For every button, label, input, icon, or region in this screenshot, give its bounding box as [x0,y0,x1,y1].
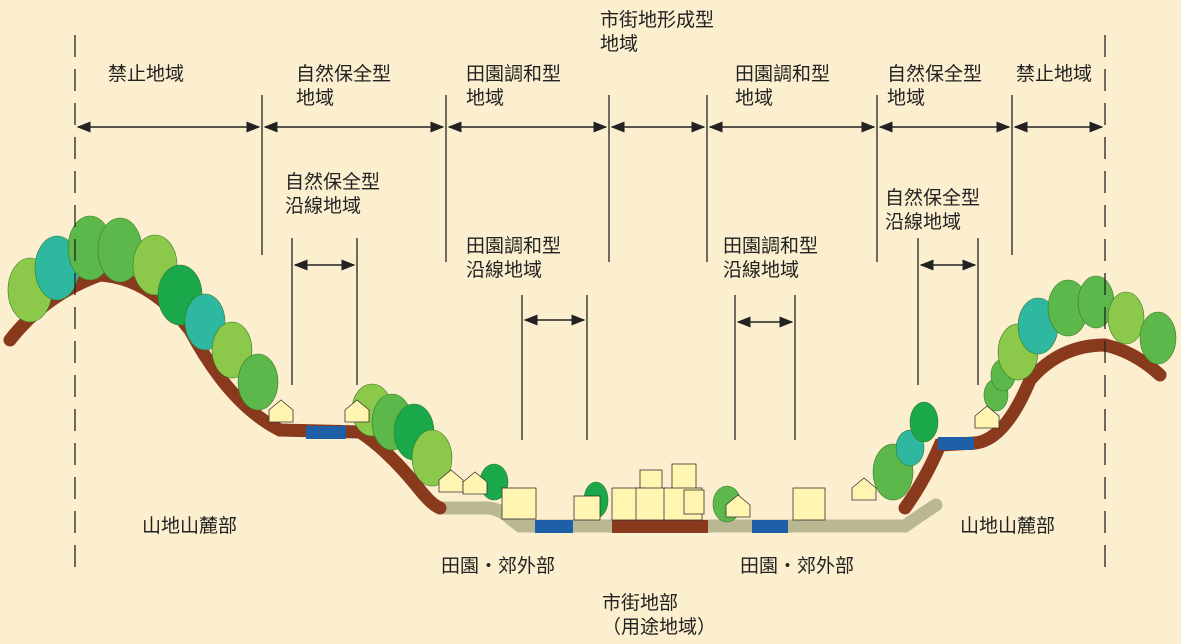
zone-boundaries [74,35,1106,570]
building-icon [635,487,667,521]
building-icon [671,463,697,491]
zone-label: 自然保全型地域 [296,63,391,109]
zone-label: 禁止地域 [108,63,184,85]
tree-icon [211,321,253,379]
tree-icon [237,353,279,411]
tree-icon [909,401,939,443]
house-icon [974,405,1000,429]
roadside-zone-label: 田園調和型沿線地域 [723,235,818,281]
buildings [268,399,1000,521]
building-icon [683,489,705,515]
house-icon [344,399,370,423]
house-icon [851,477,877,501]
house-icon [268,399,294,423]
mountain-slope-right [898,338,1167,515]
house-icon [462,471,488,495]
building-icon [501,487,537,520]
zone-label: 田園調和型地域 [466,63,561,109]
zone-labels: 禁止地域 自然保全型地域 田園調和型地域 市街地形成型地域 田園調和型地域 自然… [108,9,1092,638]
roadside-zone-label: 自然保全型沿線地域 [285,171,380,217]
zone-arrows [76,121,1104,328]
river [752,520,788,533]
river [938,437,974,450]
building-icon [573,495,601,521]
house-icon [438,469,464,493]
house-icon [725,494,751,518]
area-label: 田園・郊外部 [441,555,555,577]
roadside-zone-label: 自然保全型沿線地域 [885,187,980,233]
tree-icon [1107,291,1145,345]
terrain [3,268,1167,533]
tree-icon [411,429,453,487]
roadside-zone-label: 田園調和型沿線地域 [466,235,561,281]
river [535,520,573,533]
area-label: 山地山麓部 [142,515,237,537]
river [306,426,346,439]
zone-label: 市街地形成型地域 [600,9,714,55]
trees [7,215,1177,523]
building-icon [792,487,826,521]
urban-road [612,520,708,533]
zone-label: 田園調和型地域 [735,63,830,109]
area-label: 市街地部（用途地域） [602,592,716,638]
zone-label: 自然保全型地域 [887,63,982,109]
area-label: 田園・郊外部 [740,555,854,577]
area-label: 山地山麓部 [960,515,1055,537]
tree-icon [1139,311,1177,365]
zone-label: 禁止地域 [1016,63,1092,85]
farm-road [433,498,943,533]
mountain-slope-left [3,268,447,515]
